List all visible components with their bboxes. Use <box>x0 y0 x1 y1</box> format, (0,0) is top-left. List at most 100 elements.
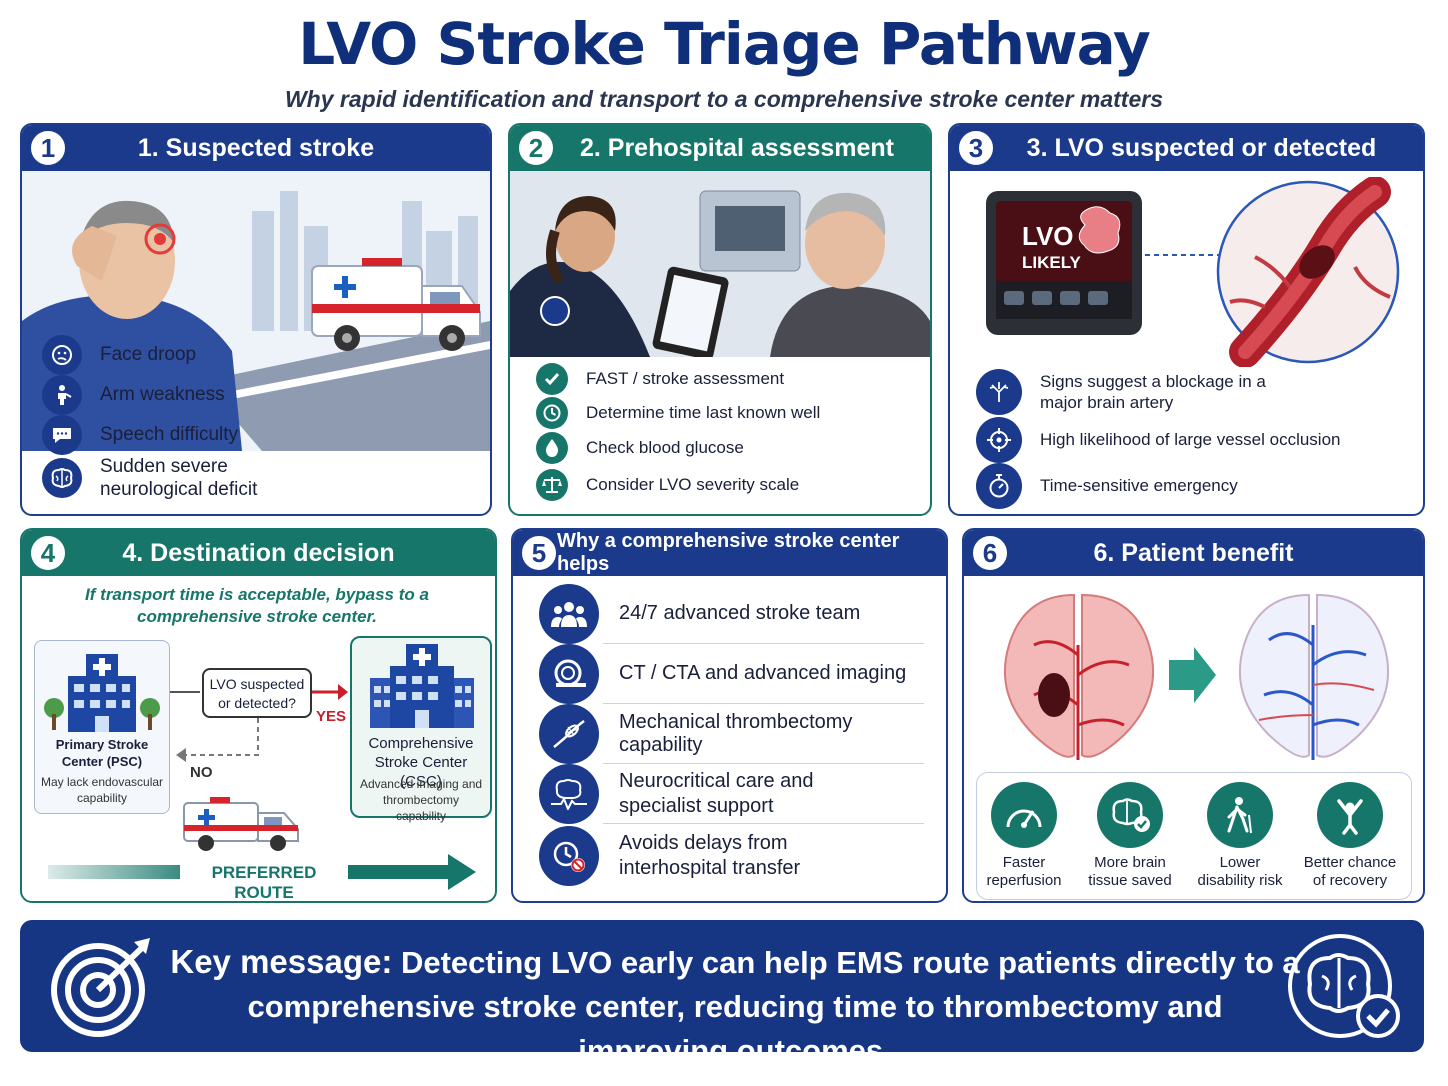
benefit-faster-reperfusion: Faster reperfusion <box>974 782 1074 890</box>
clock-no-delay-icon <box>539 826 599 886</box>
assessment-label: Determine time last known well <box>586 403 821 422</box>
scale-icon <box>536 469 568 501</box>
panel-title: 6. Patient benefit <box>1093 538 1294 567</box>
target-icon <box>51 938 150 1037</box>
csc-hospital-icon <box>370 644 474 728</box>
benefit-label: Faster reperfusion <box>986 854 1062 889</box>
panel-lvo-detected: 3 3. LVO suspected or detected LVO LIKEL… <box>948 123 1425 516</box>
benefit-lower-disability: Lower disability risk <box>1190 782 1290 890</box>
panel-number: 5 <box>519 533 559 573</box>
assessment-fast: FAST / stroke assessment <box>536 363 784 395</box>
blood-drop-icon <box>536 432 568 464</box>
panel-header: 1 1. Suspected stroke <box>22 125 490 171</box>
panel-patient-benefit: 6 6. Patient benefit Faster reperfusion … <box>962 528 1425 903</box>
symptom-neurological-deficit: Sudden severe neurological deficit <box>42 455 302 501</box>
team-icon <box>539 584 599 644</box>
symptom-face-droop: Face droop <box>42 335 196 375</box>
preferred-route-arrow <box>48 854 476 890</box>
brain-before-after-illustration <box>1003 593 1390 760</box>
panel-title: 3. LVO suspected or detected <box>1026 133 1377 162</box>
assessment-label: Check blood glucose <box>586 438 744 457</box>
csc-benefit-row: Mechanical thrombectomy capability <box>603 704 924 764</box>
speech-bubble-icon <box>42 415 82 455</box>
symptom-label: Arm weakness <box>100 384 225 405</box>
panel-number: 2 <box>516 128 556 168</box>
csc-benefit-label: 24/7 advanced stroke team <box>619 602 861 624</box>
ambulance-icon <box>183 797 299 851</box>
speedometer-icon <box>991 782 1057 848</box>
panel-title: 1. Suspected stroke <box>137 133 375 162</box>
panel-header: 2 2. Prehospital assessment <box>510 125 930 171</box>
celebrating-person-icon <box>1317 782 1383 848</box>
symptom-label: Sudden severe neurological deficit <box>100 456 258 500</box>
thrombectomy-catheter-icon <box>539 704 599 764</box>
panel-header: 4 4. Destination decision <box>22 530 495 576</box>
assessment-label: FAST / stroke assessment <box>586 369 785 388</box>
walking-person-icon <box>1207 782 1273 848</box>
clock-icon <box>536 397 568 429</box>
decision-flow-arrows <box>170 684 348 762</box>
symptom-label: Face droop <box>100 344 197 365</box>
face-icon <box>42 335 82 375</box>
panel-title: 2. Prehospital assessment <box>579 133 895 162</box>
panel-number: 6 <box>970 533 1010 573</box>
symptom-arm-weakness: Arm weakness <box>42 375 225 415</box>
artery-blockage-illustration <box>1145 177 1400 367</box>
crosshair-icon <box>976 417 1022 463</box>
panel-csc-benefits: 5 Why a comprehensive stroke center help… <box>511 528 948 903</box>
checkmark-icon <box>536 363 568 395</box>
page-subtitle: Why rapid identification and transport t… <box>284 86 1164 112</box>
panel-prehospital-assessment: 2 2. Prehospital assessment FAST / strok… <box>508 123 932 516</box>
panel-number: 4 <box>28 533 68 573</box>
bypass-note: If transport time is acceptable, bypass … <box>85 585 429 626</box>
lvo-sign-label: Time-sensitive emergency <box>1040 476 1238 495</box>
psc-name: Primary Stroke Center (PSC) <box>55 737 149 769</box>
decision-yes-label: YES <box>316 708 347 725</box>
csc-benefit-row: 24/7 advanced stroke team <box>603 584 924 644</box>
brain-icon <box>42 458 82 498</box>
lvo-sign-time-sensitive: Time-sensitive emergency <box>976 463 1238 509</box>
brain-check-icon <box>1097 782 1163 848</box>
benefit-label: More brain tissue saved <box>1088 854 1172 889</box>
panel-number: 1 <box>28 128 68 168</box>
panel-header: 6 6. Patient benefit <box>964 530 1423 576</box>
csc-benefit-label: Mechanical thrombectomy capability <box>619 710 853 756</box>
lvo-sign-high-likelihood: High likelihood of large vessel occlusio… <box>976 417 1341 463</box>
csc-benefit-label: CT / CTA and advanced imaging <box>619 662 907 684</box>
panel-number: 3 <box>956 128 996 168</box>
assessment-label: Consider LVO severity scale <box>586 475 800 494</box>
benefit-label: Better chance of recovery <box>1303 854 1397 889</box>
lvo-sign-label: High likelihood of large vessel occlusio… <box>1040 430 1341 449</box>
decision-question: LVO suspected or detected? <box>202 668 312 718</box>
csc-note: Advanced imaging and thrombectomy capabi… <box>359 777 483 823</box>
key-message-lead: Key message: <box>170 943 393 980</box>
paramedic-assessment-illustration <box>510 171 930 357</box>
csc-benefit-row: Neurocritical care and specialist suppor… <box>603 764 924 824</box>
person-arm-icon <box>42 375 82 415</box>
csc-benefit-row: CT / CTA and advanced imaging <box>603 644 924 704</box>
psc-hospital-icon <box>44 654 160 732</box>
panel-destination-decision: 4 4. Destination decision If transport t… <box>20 528 497 903</box>
brain-monitor-icon <box>539 764 599 824</box>
csc-benefit-label: Avoids delays from interhospital transfe… <box>619 832 801 879</box>
brain-checkmark-icon <box>1288 934 1400 1038</box>
assessment-time-last-known-well: Determine time last known well <box>536 397 820 429</box>
assessment-blood-glucose: Check blood glucose <box>536 432 744 464</box>
csc-benefit-row: Avoids delays from interhospital transfe… <box>603 826 924 886</box>
key-message-text: Key message: Detecting LVO early can hel… <box>170 940 1300 1073</box>
preferred-route-label: PREFERRED ROUTE <box>211 863 317 902</box>
key-message-body: Detecting LVO early can help EMS route p… <box>247 945 1300 1068</box>
benefit-label: Lower disability risk <box>1197 854 1283 889</box>
csc-name: Comprehensive Stroke Center (CSC) <box>368 735 474 790</box>
panel-header: 3 3. LVO suspected or detected <box>950 125 1423 171</box>
panel-title: Why a comprehensive stroke center helps <box>557 530 900 575</box>
patient-ambulance-illustration <box>22 171 490 451</box>
csc-benefit-label: Neurocritical care and specialist suppor… <box>619 769 814 817</box>
symptom-speech-difficulty: Speech difficulty <box>42 415 238 455</box>
stopwatch-icon <box>976 463 1022 509</box>
benefit-strip <box>976 772 1412 900</box>
symptom-label: Speech difficulty <box>100 424 239 445</box>
assessment-lvo-severity-scale: Consider LVO severity scale <box>536 469 799 501</box>
lvo-sign-blockage: Signs suggest a blockage in a major brai… <box>976 369 1296 415</box>
tablet-device-illustration <box>986 191 1142 335</box>
